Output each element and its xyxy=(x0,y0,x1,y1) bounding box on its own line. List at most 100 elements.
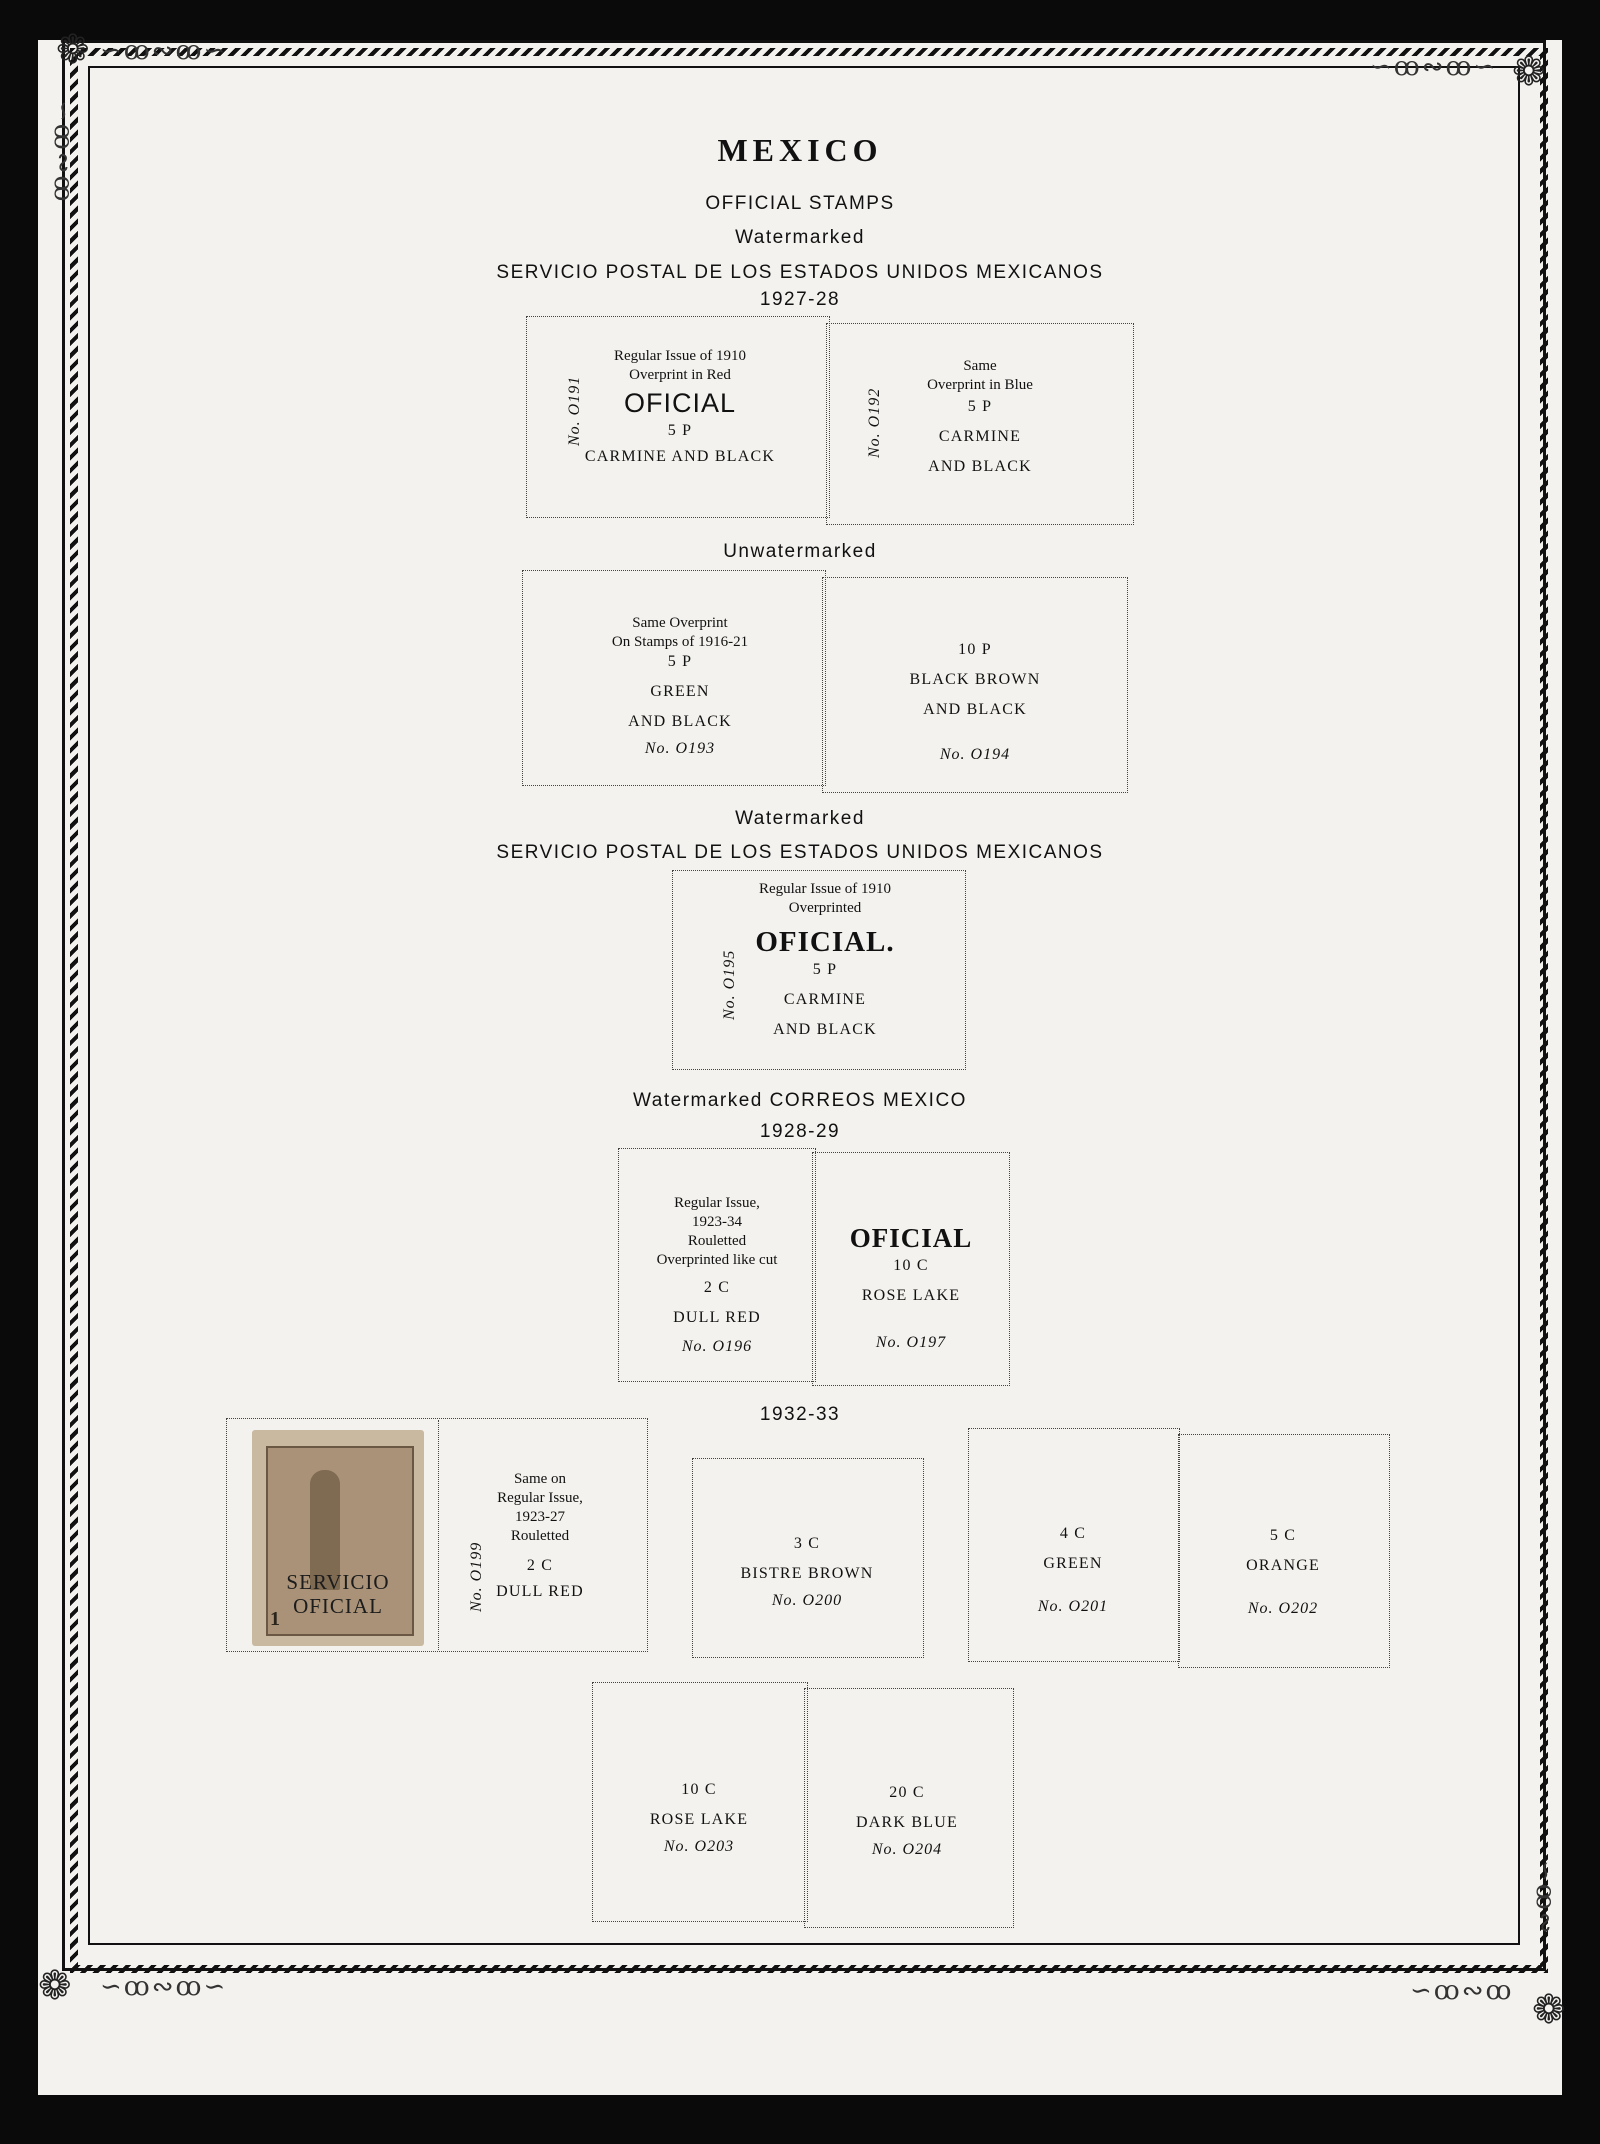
corner-ornament-icon: ❁ xyxy=(38,1963,72,2009)
stamp-color: ORANGE xyxy=(1246,1557,1320,1574)
description-line: Same on xyxy=(513,1471,567,1487)
corner-ornament-icon: ❁ xyxy=(56,27,90,73)
stamp-space-o204 xyxy=(804,1688,1014,1928)
swirl-ornament-icon: ∽ꝏ∾ꝏ∽ xyxy=(100,36,228,66)
watermark-heading: Watermarked xyxy=(735,227,865,248)
swirl-ornament-icon: ∽ꝏ∾ꝏ xyxy=(48,100,78,204)
swirl-ornament-icon: ∽ꝏ∾ꝏ∽ xyxy=(1370,52,1498,82)
denomination: 2 C xyxy=(703,1279,731,1296)
catalog-number: No. O203 xyxy=(663,1838,735,1855)
catalog-number: No. O196 xyxy=(681,1338,753,1355)
denomination: 10 P xyxy=(958,641,992,658)
catalog-number: No. O199 xyxy=(468,1541,485,1612)
catalog-number: No. O193 xyxy=(644,740,716,757)
stamp-space-o192 xyxy=(826,323,1134,525)
stamp-space-o198-o199 xyxy=(226,1418,648,1652)
watermark-heading: Watermarked xyxy=(735,808,865,829)
description-line: 1923-34 xyxy=(692,1214,742,1230)
denomination: 10 C xyxy=(681,1781,717,1798)
monument-vignette xyxy=(310,1470,340,1590)
catalog-number: No. O201 xyxy=(1037,1598,1109,1615)
stamp-space-o191 xyxy=(526,316,830,518)
denomination: 5 P xyxy=(667,422,693,439)
description-line: Regular Issue, xyxy=(497,1490,583,1506)
overprint-text: OFICIAL. xyxy=(755,926,895,958)
stamp-space-o196 xyxy=(618,1148,816,1382)
watermark-text: SERVICIO POSTAL DE LOS ESTADOS UNIDOS ME… xyxy=(496,842,1104,863)
stamp-color: CARMINE xyxy=(783,991,867,1008)
stamp-description-o192: Same Overprint in Blue 5 P CARMINE AND B… xyxy=(880,357,1080,477)
stamp-color: DULL RED xyxy=(673,1309,761,1326)
swirl-ornament-icon: ∽ꝏ∾ꝏ xyxy=(1410,1976,1514,2006)
stamp-color: GREEN xyxy=(1043,1555,1103,1572)
description-line: Overprint in Blue xyxy=(927,377,1033,393)
mounted-stamp: SERVICIO OFICIAL 1 xyxy=(252,1430,424,1646)
stamp-color: AND BLACK xyxy=(923,701,1027,718)
denomination: 10 C xyxy=(893,1257,929,1274)
description-line: Rouletted xyxy=(687,1233,747,1249)
swirl-ornament-icon: ∽ꝏ∾ꝏ∽ xyxy=(100,1972,228,2002)
catalog-number: No. O202 xyxy=(1247,1600,1319,1617)
stamp-space-o200 xyxy=(692,1458,924,1658)
stamp-space-o193 xyxy=(522,570,826,786)
stamp-space-o203 xyxy=(592,1682,808,1922)
stamp-space-o197 xyxy=(812,1152,1010,1386)
description-line: On Stamps of 1916-21 xyxy=(611,634,749,650)
years-heading: 1928-29 xyxy=(759,1121,841,1142)
page-border-zigzag xyxy=(70,48,1548,1973)
unwatermarked-heading: Unwatermarked xyxy=(723,541,877,562)
corner-ornament-icon: ❁ xyxy=(1532,1987,1566,2033)
denomination: 3 C xyxy=(793,1535,821,1552)
catalog-number: No. O191 xyxy=(566,375,583,446)
description-line: Regular Issue, xyxy=(674,1195,760,1211)
page-title: MEXICO xyxy=(717,132,883,168)
stamp-color: DULL RED xyxy=(496,1583,584,1600)
catalog-number: No. O204 xyxy=(871,1841,943,1858)
denomination: 20 C xyxy=(889,1784,925,1801)
stamp-description-o200: 3 C BISTRE BROWN No. O200 xyxy=(700,1534,914,1612)
page-subtitle: OFFICIAL STAMPS xyxy=(705,193,895,214)
description-line: Overprinted like cut xyxy=(656,1252,778,1268)
description-line: Same xyxy=(963,358,997,374)
denomination: 5 C xyxy=(1269,1527,1297,1544)
corner-ornament-icon: ❁ xyxy=(1512,49,1546,95)
stamp-description-o201: 4 C GREEN No. O201 xyxy=(972,1524,1174,1618)
stamp-color: GREEN xyxy=(650,683,710,700)
space-divider xyxy=(438,1420,439,1650)
watermark-heading: Watermarked CORREOS MEXICO xyxy=(633,1090,967,1111)
overprint-text: OFICIAL xyxy=(623,388,737,418)
stamp-denomination: 1 xyxy=(270,1608,280,1630)
stamp-color: AND BLACK xyxy=(773,1021,877,1038)
stamp-overprint: SERVICIO xyxy=(286,1570,390,1594)
stamp-description-o197: OFICIAL 10 C ROSE LAKE No. O197 xyxy=(820,1220,1002,1354)
stamp-space-o194 xyxy=(822,577,1128,793)
stamp-color: AND BLACK xyxy=(628,713,732,730)
swirl-ornament-icon: ∽ꝏ∾ xyxy=(1530,1860,1560,1936)
overprint-text: OFICIAL xyxy=(849,1223,973,1253)
years-heading: 1927-28 xyxy=(759,289,841,310)
stamp-description-o199: Same on Regular Issue, 1923-27 Rouletted… xyxy=(476,1470,604,1602)
stamp-description-o191: Regular Issue of 1910 Overprint in Red O… xyxy=(540,347,820,467)
stamp-color: BISTRE BROWN xyxy=(740,1565,874,1582)
stamp-space-o202 xyxy=(1178,1434,1390,1668)
description-line: Overprint in Red xyxy=(629,367,731,383)
catalog-number: No. O200 xyxy=(771,1592,843,1609)
page-border-inner xyxy=(88,66,1520,1945)
stamp-overprint: OFICIAL xyxy=(293,1594,383,1618)
description-line: Regular Issue of 1910 xyxy=(758,881,892,897)
stamp-color: ROSE LAKE xyxy=(649,1811,749,1828)
stamp-space-o201 xyxy=(968,1428,1180,1662)
denomination: 2 C xyxy=(526,1557,554,1574)
denomination: 5 P xyxy=(812,961,838,978)
stamp-space-o195 xyxy=(672,870,966,1070)
denomination: 5 P xyxy=(967,398,993,415)
stamp-description-o195: Regular Issue of 1910 Overprinted OFICIA… xyxy=(710,880,940,1040)
stamp-color: DARK BLUE xyxy=(856,1814,958,1831)
catalog-number: No. O194 xyxy=(939,746,1011,763)
watermark-text: SERVICIO POSTAL DE LOS ESTADOS UNIDOS ME… xyxy=(496,262,1104,283)
stamp-color: ROSE LAKE xyxy=(861,1287,961,1304)
catalog-number: No. O192 xyxy=(866,387,883,458)
stamp-color: AND BLACK xyxy=(928,458,1032,475)
denomination: 5 P xyxy=(667,653,693,670)
years-heading: 1932-33 xyxy=(759,1404,841,1425)
